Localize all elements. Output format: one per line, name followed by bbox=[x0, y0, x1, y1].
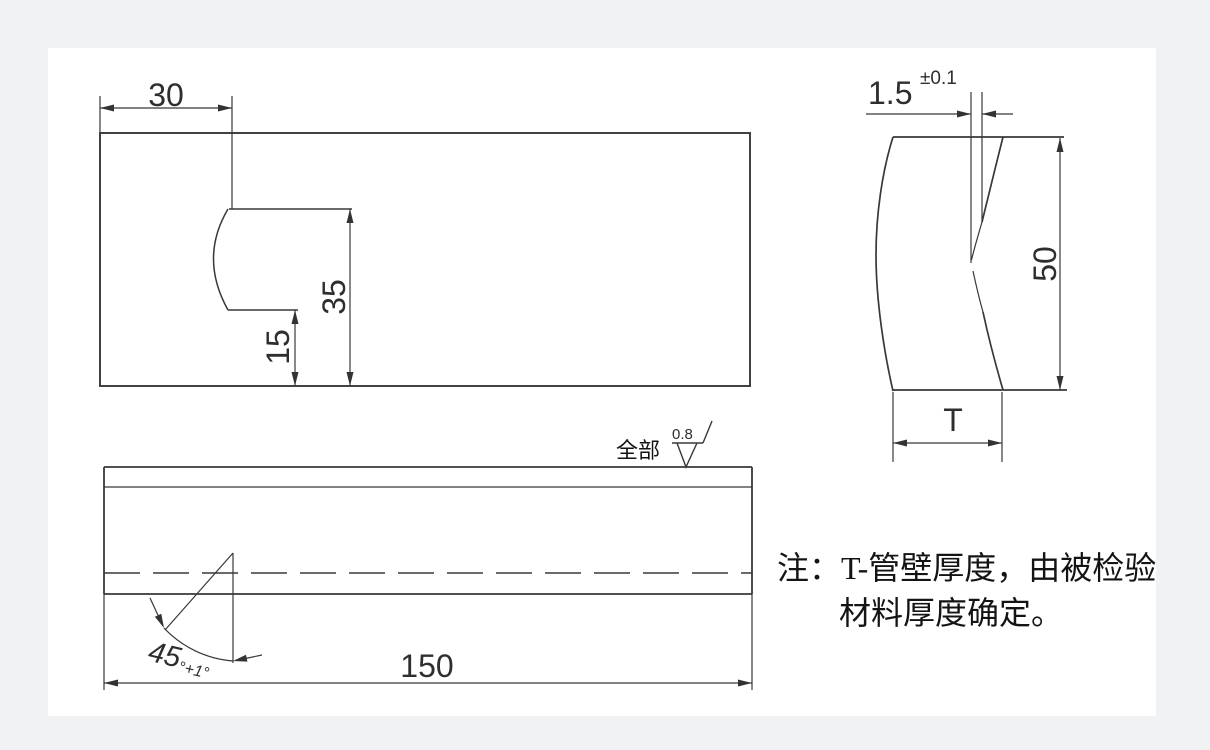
bar-view-chamfer-detail bbox=[149, 552, 263, 663]
surface-finish-scope-label: 全部 bbox=[616, 438, 661, 463]
dimension-1-5-label: 1.5 bbox=[868, 75, 913, 111]
wall-view-arrowheads bbox=[893, 110, 1064, 447]
bar-view-dimension-lines bbox=[103, 594, 753, 690]
note-line-2: 材料厚度确定。 bbox=[839, 595, 1064, 631]
note-line-1: 注：T-管壁厚度，由被检验 bbox=[777, 550, 1157, 586]
dimension-50-label: 50 bbox=[1027, 246, 1063, 282]
dimension-15-label: 15 bbox=[260, 329, 296, 365]
surface-finish-roughness-label: 0.8 bbox=[672, 426, 693, 443]
wall-view-slot-and-crack bbox=[970, 92, 984, 313]
wall-view-dimension-lines bbox=[866, 113, 1061, 462]
wall-view-outline bbox=[875, 136, 1067, 392]
surface-finish-symbol bbox=[672, 420, 713, 469]
dimension-1-5-tolerance-label: ±0.1 bbox=[920, 68, 957, 89]
dimension-35-label: 35 bbox=[316, 279, 352, 315]
dimension-T-label: T bbox=[943, 402, 963, 438]
plate-view-outline bbox=[99, 132, 751, 387]
plate-view-notch bbox=[212, 208, 352, 311]
dimension-30-label: 30 bbox=[148, 77, 184, 113]
plate-view-dimension-lines bbox=[99, 96, 351, 386]
bar-view-arrowheads bbox=[104, 613, 752, 687]
bar-view-outline bbox=[103, 466, 753, 595]
plate-view-arrowheads bbox=[100, 104, 354, 386]
bar-view-inner-lines bbox=[104, 486, 752, 574]
dimension-150-label: 150 bbox=[400, 648, 454, 684]
